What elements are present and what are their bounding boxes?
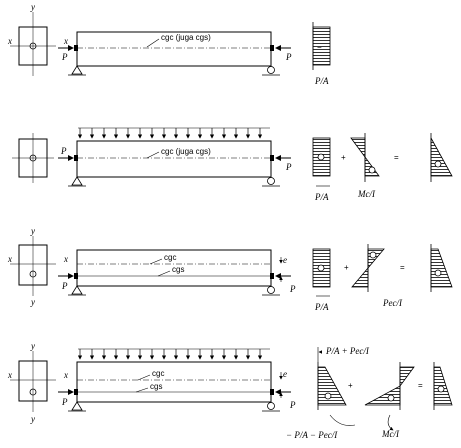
cross-section-1: y x: [7, 2, 56, 76]
top-combined-label: P/A + Pec/I: [325, 346, 370, 356]
x-axis-label: x: [7, 36, 12, 46]
force-p-left: P: [61, 281, 68, 291]
stress-diagrams-4: P/A + Pec/I + = − P/A − Pec/I Mc/I: [286, 346, 453, 440]
distributed-load-4: [77, 348, 270, 360]
cgc-label: cgc: [164, 253, 176, 262]
y-axis-label: y: [30, 2, 35, 12]
force-p-left: P: [61, 397, 68, 407]
pec-over-i-label: Pec/I: [382, 298, 403, 308]
cgc-label: cgc (juga cgs): [161, 33, 211, 42]
cross-section-4: y x y: [7, 341, 56, 424]
p-over-a-label: P/A: [314, 302, 329, 312]
cgc-label: cgc: [152, 369, 164, 378]
equals-sign: =: [394, 153, 399, 162]
force-p-left: P: [60, 146, 67, 156]
x-axis-label: x: [63, 370, 68, 380]
y-axis-label: y: [30, 226, 35, 236]
y-axis-label-bottom: y: [30, 414, 35, 424]
stress-diagram-1: − P/A: [312, 22, 331, 86]
cgs-label: cgs: [172, 265, 184, 274]
beam-4: P P x cgc cgs e: [58, 348, 296, 412]
force-p-right: P: [285, 52, 292, 62]
bottom-combined-label: − P/A − Pec/I: [286, 430, 338, 440]
cross-section-3: y x y: [7, 226, 56, 307]
x-axis-label: x: [7, 254, 12, 264]
case-3: y x y P P x cgc cgs e: [7, 226, 453, 312]
p-over-a-label: P/A: [314, 192, 329, 202]
force-p-right: P: [289, 400, 296, 410]
y-axis-label: y: [30, 341, 35, 351]
mc-over-i-label: Mc/I: [357, 189, 376, 199]
plus-sign: +: [348, 381, 353, 390]
case-4: y x y: [7, 341, 453, 440]
x-axis-label: x: [63, 36, 68, 46]
stress-diagrams-2: P/A + Mc/I =: [312, 133, 453, 202]
minus-sign: −: [317, 43, 322, 52]
force-p-right: P: [289, 284, 296, 294]
case-2: P P cgc (juga cgs) P/A + Mc/I =: [12, 127, 453, 202]
cgs-label: cgs: [150, 382, 162, 391]
equals-sign: =: [418, 381, 423, 390]
cgc-label: cgc (juga cgs): [161, 147, 211, 156]
beam-2: P P cgc (juga cgs): [58, 127, 292, 187]
x-axis-label: x: [7, 370, 12, 380]
plus-sign: +: [341, 153, 346, 162]
cross-section-2: [12, 133, 54, 183]
equals-sign: =: [400, 263, 405, 272]
x-axis-label: x: [63, 254, 68, 264]
beam-3: P P x cgc cgs e: [58, 249, 296, 296]
stress-diagrams-3: P/A + Pec/I =: [312, 244, 453, 312]
plus-sign: +: [344, 263, 349, 272]
p-over-a-label: P/A: [314, 76, 329, 86]
eccentricity-label: e: [283, 369, 287, 379]
eccentricity-label: e: [283, 255, 287, 265]
case-1: y x P P x cgc (juga cgs) − P/A: [7, 2, 331, 86]
force-p-left: P: [61, 52, 68, 62]
force-p-right: P: [285, 162, 292, 172]
beam-1: P P x cgc (juga cgs): [58, 31, 292, 76]
distributed-load-2: [77, 127, 270, 139]
y-axis-label-bottom: y: [30, 297, 35, 307]
mc-over-i-label: Mc/I: [381, 429, 400, 439]
